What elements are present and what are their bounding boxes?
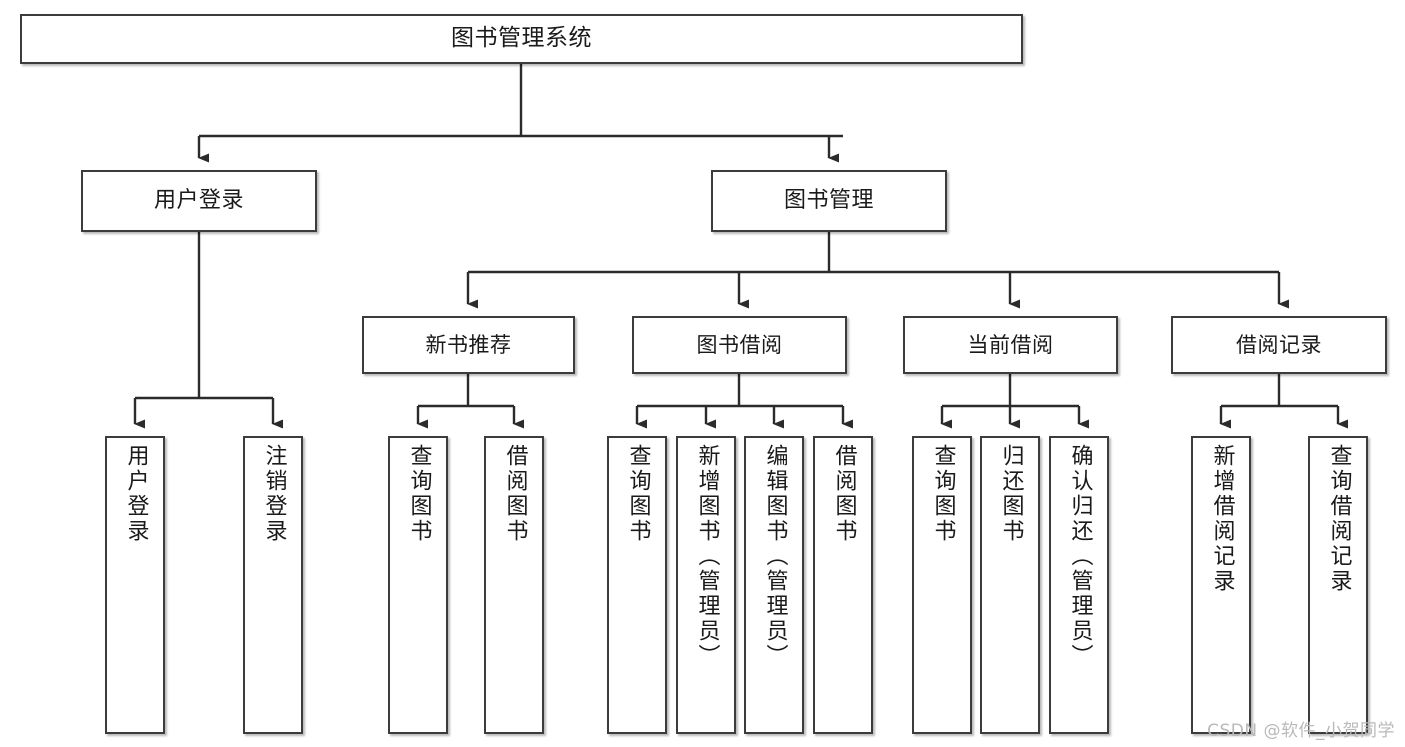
csdn-watermark: CSDN @软件_小贺同学 (1207, 721, 1395, 741)
node-label: 新书推荐 (425, 332, 512, 357)
node-leaf-book-borrow-borrow[interactable]: 借阅图书 (813, 436, 873, 734)
node-label: 查询图书 (406, 444, 432, 544)
node-new-book-recommend[interactable]: 新书推荐 (362, 316, 575, 374)
node-leaf-current-borrow-return[interactable]: 归还图书 (980, 436, 1040, 734)
node-label: 用户登录 (153, 188, 244, 214)
node-label: 编辑图书（管理员） (762, 444, 788, 669)
node-leaf-borrow-record-add[interactable]: 新增借阅记录 (1191, 436, 1251, 734)
node-leaf-current-borrow-query[interactable]: 查询图书 (912, 436, 972, 734)
node-book-management[interactable]: 图书管理 (711, 170, 947, 232)
node-leaf-current-borrow-confirm[interactable]: 确认归还（管理员） (1049, 436, 1109, 734)
node-root-system[interactable]: 图书管理系统 (20, 14, 1023, 64)
node-leaf-borrow-record-query[interactable]: 查询借阅记录 (1308, 436, 1368, 734)
node-label: 图书借阅 (696, 332, 783, 357)
node-leaf-new-book-query[interactable]: 查询图书 (388, 436, 448, 734)
node-label: 注销登录 (261, 444, 287, 544)
node-leaf-book-borrow-add[interactable]: 新增图书（管理员） (676, 436, 736, 734)
node-label: 图书管理 (783, 188, 874, 214)
node-label: 确认归还（管理员） (1067, 444, 1093, 669)
node-leaf-new-book-borrow[interactable]: 借阅图书 (484, 436, 544, 734)
node-leaf-user-login-signout[interactable]: 注销登录 (243, 436, 303, 734)
node-borrow-record[interactable]: 借阅记录 (1171, 316, 1387, 374)
node-label: 新增借阅记录 (1209, 444, 1235, 594)
node-label: 查询图书 (930, 444, 956, 544)
node-label: 借阅记录 (1236, 332, 1322, 357)
node-label: 查询图书 (625, 444, 651, 544)
node-book-borrow[interactable]: 图书借阅 (632, 316, 847, 374)
node-label: 借阅图书 (502, 444, 528, 544)
node-label: 借阅图书 (831, 444, 857, 544)
node-current-borrow[interactable]: 当前借阅 (903, 316, 1118, 374)
node-leaf-book-borrow-query[interactable]: 查询图书 (607, 436, 667, 734)
node-user-login[interactable]: 用户登录 (81, 170, 317, 232)
node-leaf-user-login-signin[interactable]: 用户登录 (105, 436, 165, 734)
node-label: 当前借阅 (967, 332, 1054, 357)
node-label: 查询借阅记录 (1326, 444, 1352, 594)
node-label: 图书管理系统 (451, 25, 592, 52)
node-label: 归还图书 (998, 444, 1024, 544)
node-label: 新增图书（管理员） (694, 444, 720, 669)
node-leaf-book-borrow-edit[interactable]: 编辑图书（管理员） (744, 436, 804, 734)
node-label: 用户登录 (123, 444, 149, 544)
